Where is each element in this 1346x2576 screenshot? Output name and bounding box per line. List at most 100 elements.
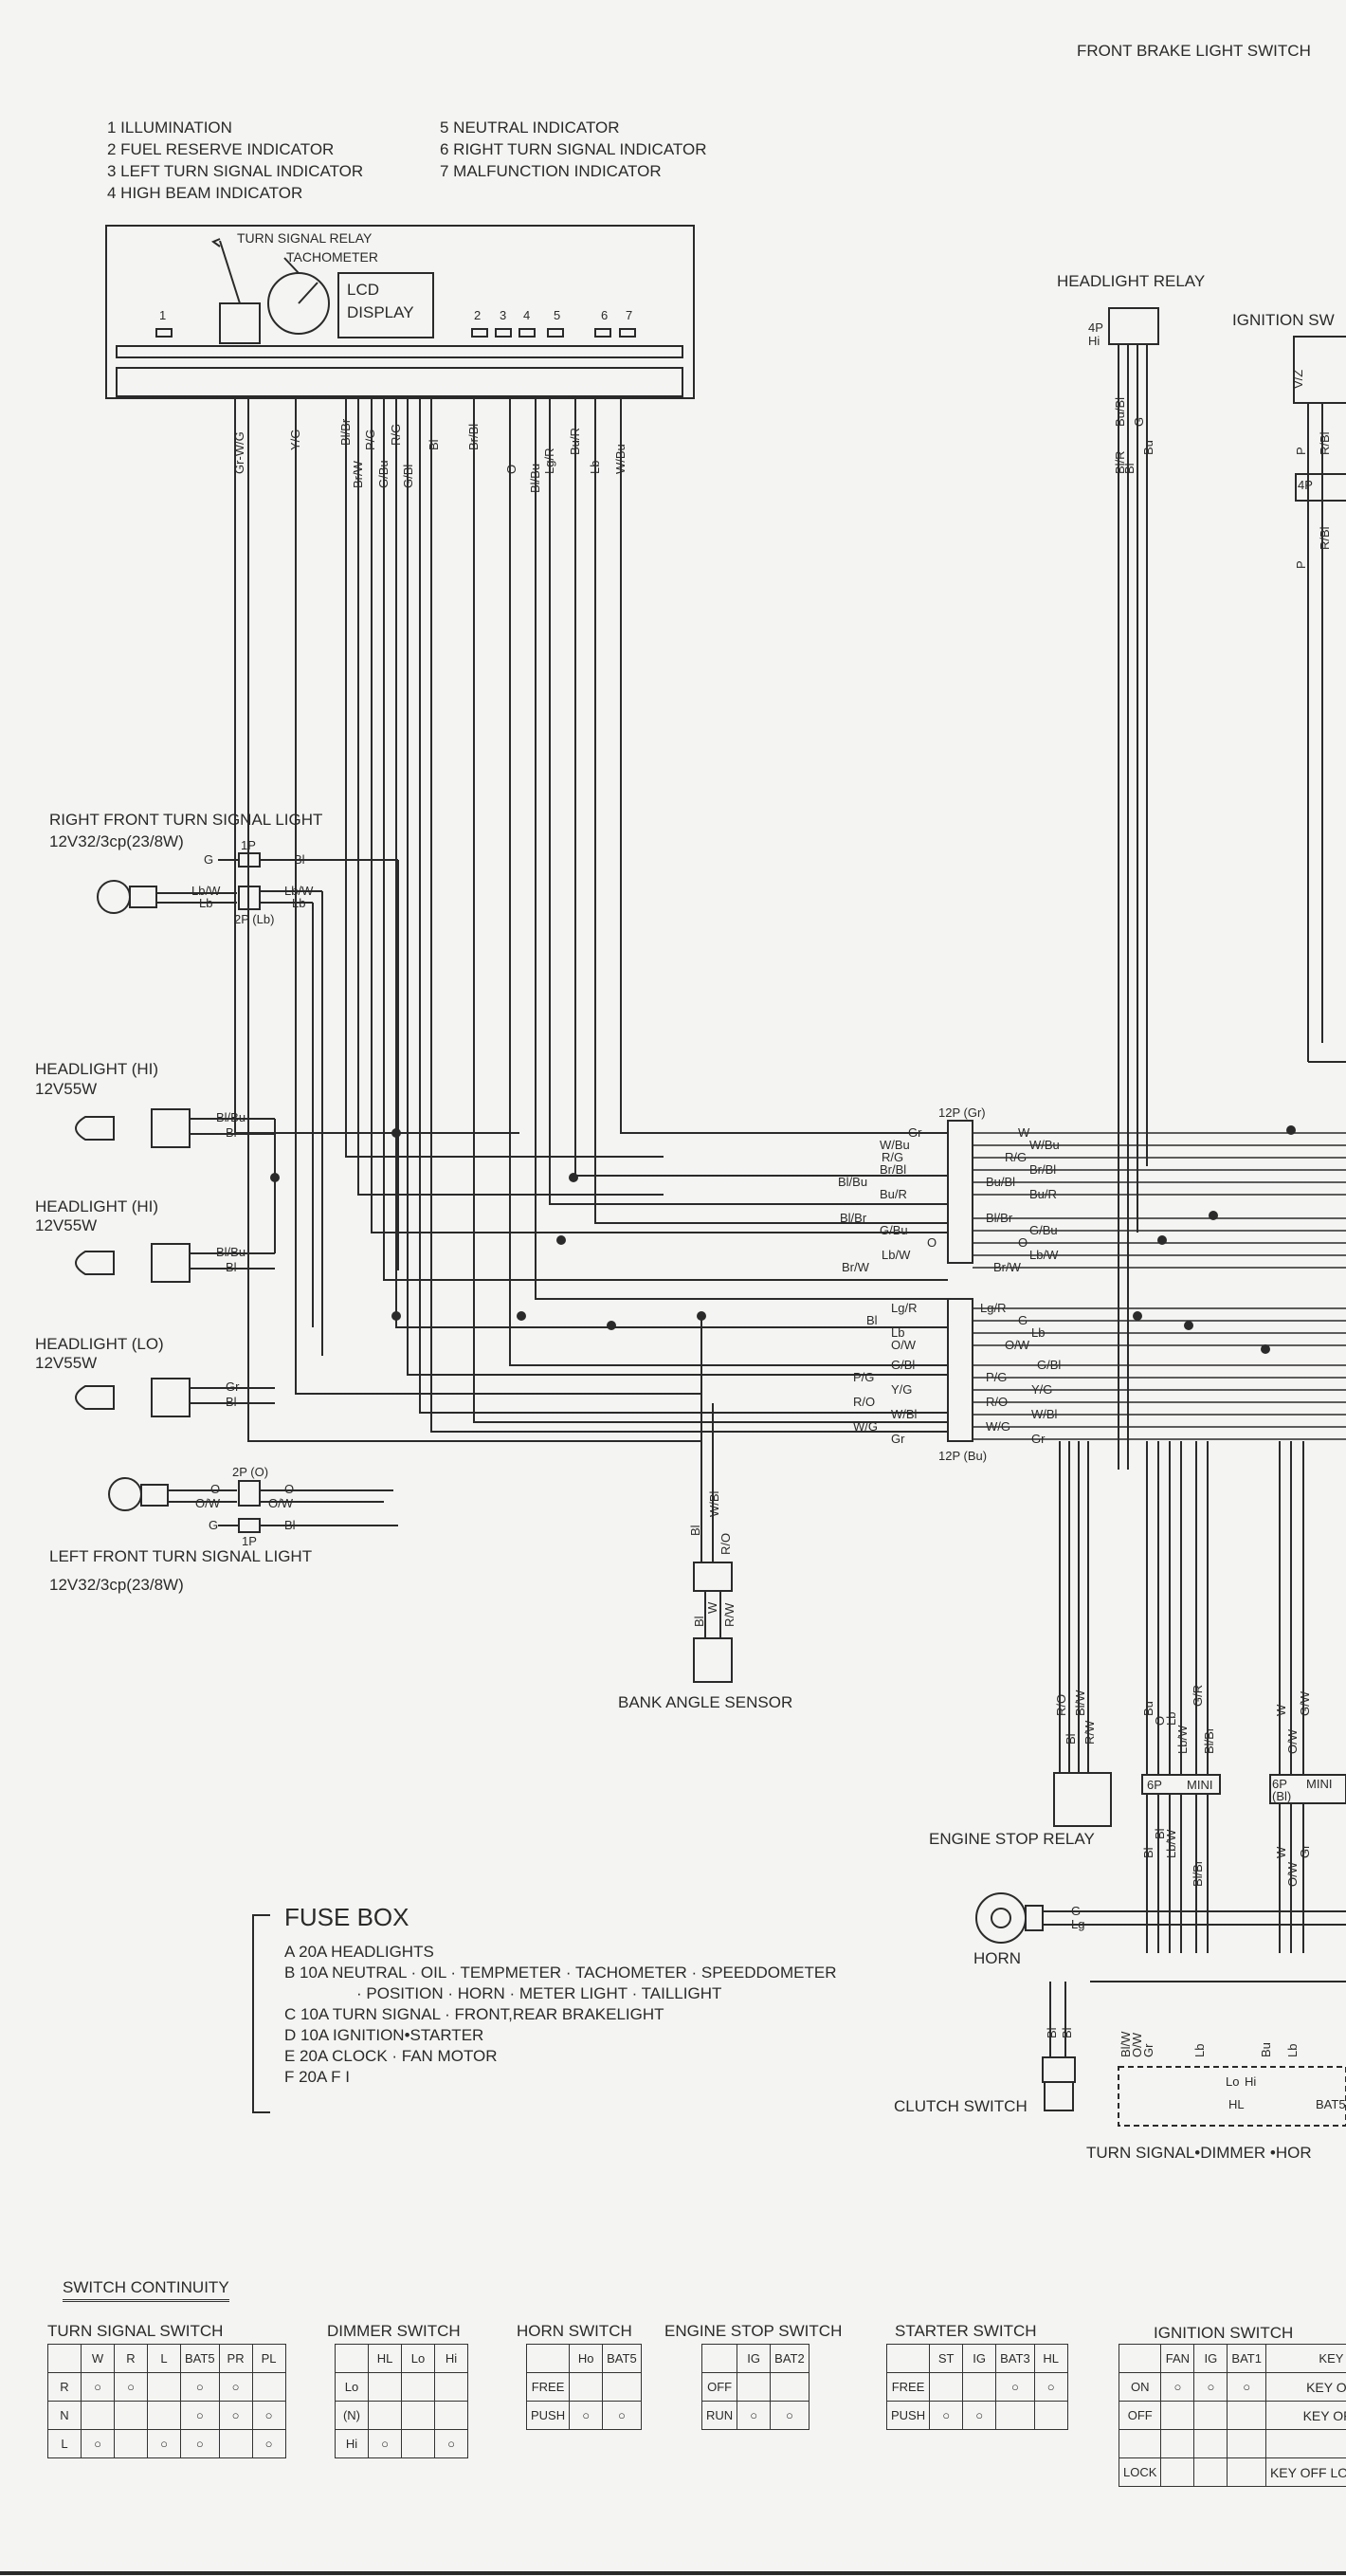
headlight-hi-label: HEADLIGHT (HI) — [35, 1060, 159, 1078]
row-label: OFF — [1118, 2401, 1162, 2430]
wire-label: G/Bl — [401, 465, 415, 488]
wire-label: W — [1018, 1125, 1030, 1140]
wire-label: R/G — [389, 424, 403, 446]
cell: BAT5 — [602, 2344, 642, 2373]
headlight-relay-label: HEADLIGHT RELAY — [1057, 272, 1206, 290]
row-label: PUSH — [885, 2401, 931, 2430]
row-label: L — [47, 2429, 82, 2458]
row-label: RUN — [700, 2401, 738, 2430]
cell: BAT5 — [180, 2344, 220, 2373]
wire-label: Bu/Bl — [986, 1175, 1015, 1189]
wire-label: Bl — [226, 1395, 237, 1409]
turn-signal-switch-title: TURN SIGNAL SWITCH — [47, 2322, 224, 2340]
cell: HL — [1033, 2344, 1068, 2373]
wire-label: O/W — [268, 1496, 294, 1510]
wire-label: 2P (O) — [232, 1465, 268, 1479]
meter-housing — [105, 225, 695, 399]
wire-label: Bl/W — [1119, 2031, 1133, 2057]
cell: KEY — [1264, 2344, 1346, 2373]
wire-label: 1P — [242, 1534, 257, 1548]
connector-name: 12P (Bu) — [938, 1449, 987, 1463]
headlight-relay — [1108, 307, 1159, 1470]
row-label — [1118, 2429, 1162, 2458]
wire-label: 1P — [241, 838, 256, 852]
lcd-label-2: DISPLAY — [347, 303, 414, 321]
wire-label: Gr — [908, 1125, 922, 1140]
wire-label: R/O — [718, 1533, 733, 1555]
wire-label: Bl — [226, 1260, 237, 1274]
wire-label: Br/W — [993, 1260, 1022, 1274]
headlight-bulbs — [75, 1108, 276, 1417]
lcd-label: LCD — [347, 281, 380, 299]
wire-label: Lb — [292, 896, 305, 910]
indicator-num: 3 — [500, 308, 506, 322]
wire-label: Lb/W — [1175, 1725, 1190, 1754]
indicator-num: 6 — [601, 308, 608, 322]
wire-label: Bl — [284, 1518, 296, 1532]
row-label: FREE — [525, 2372, 571, 2402]
fuse-line: F 20A F I — [284, 2068, 350, 2086]
wire-label: G/W — [1298, 1690, 1312, 1716]
fuse-line: D 10A IGNITION•STARTER — [284, 2026, 484, 2044]
wire-label: Br/Bl — [466, 424, 481, 450]
wire-label: Bl/Bu — [838, 1175, 867, 1189]
wire-label: Br/Bl — [880, 1162, 906, 1177]
wire-label: Bu/R — [568, 428, 582, 455]
key-state: KEY ON — [1264, 2372, 1346, 2402]
switch-continuity-title: SWITCH CONTINUITY — [63, 2278, 229, 2302]
engine-stop-relay-box — [1053, 1772, 1112, 1827]
wire-label: G/Bu — [1029, 1223, 1058, 1237]
clutch-switch-body — [1042, 2056, 1076, 2083]
headlight-lo-spec: 12V55W — [35, 1354, 98, 1372]
fuse-line: A 20A HEADLIGHTS — [284, 1943, 434, 1961]
headlight-hi-spec: 12V55W — [35, 1216, 98, 1234]
cell: Ho — [569, 2344, 604, 2373]
wire-label: G — [1018, 1313, 1028, 1327]
wire-label: 2P (Lb) — [234, 912, 274, 926]
horn-label: HORN — [973, 1949, 1022, 1967]
wire-label: Gr — [1141, 2043, 1155, 2057]
wire-label: W/Bl — [707, 1490, 721, 1517]
legend-item: 6 RIGHT TURN SIGNAL INDICATOR — [440, 140, 707, 158]
turn-signal-relay-box — [219, 302, 261, 344]
cell — [47, 2344, 82, 2373]
clutch-switch-label: CLUTCH SWITCH — [894, 2097, 1028, 2115]
wire-label: G — [204, 852, 213, 867]
wire-label: Bl/Br — [338, 418, 353, 446]
wire-label: Gr — [1298, 1844, 1312, 1858]
connector-right-wires — [973, 1132, 1346, 1440]
row-label: LOCK — [1118, 2457, 1162, 2487]
wire-label: R/O — [853, 1395, 875, 1409]
wire-label: Bl/Br — [1202, 1726, 1216, 1754]
wire-label: O/W — [1130, 2032, 1144, 2057]
wire-label: Bl — [1141, 1847, 1155, 1858]
wire-label: O — [210, 1482, 220, 1496]
lower-right-components — [975, 1441, 1346, 2127]
wire-label: Lb/W — [191, 884, 221, 898]
wire-label: Bl — [1060, 2027, 1074, 2038]
wire-label: Lb — [588, 461, 602, 474]
cell: Lo — [401, 2344, 435, 2373]
wire-label: V/Z — [1291, 370, 1305, 389]
wire-label: Lb — [1285, 2044, 1300, 2057]
cell — [700, 2344, 738, 2373]
tachometer-label: TACHOMETER — [286, 249, 378, 265]
cell: R — [114, 2344, 148, 2373]
wire-label: Bu/R — [880, 1187, 907, 1201]
wire-label: Lg/R — [542, 448, 556, 474]
cell: IG — [1193, 2344, 1228, 2373]
cell: IG — [737, 2344, 772, 2373]
row-label: N — [47, 2401, 82, 2430]
starter-switch-title: STARTER SWITCH — [895, 2322, 1037, 2340]
indicator-bulbs — [155, 328, 636, 338]
ignition-switch-box — [1293, 336, 1346, 1063]
connector-blocks — [947, 1120, 973, 1442]
wire-label: Bu/R — [1029, 1187, 1057, 1201]
wire-label: Bl/Br — [986, 1211, 1013, 1225]
wire-label: Bl/R — [1113, 450, 1127, 474]
bank-angle-sensor — [693, 1316, 733, 1683]
wire-label: W/Bl — [1031, 1407, 1058, 1421]
